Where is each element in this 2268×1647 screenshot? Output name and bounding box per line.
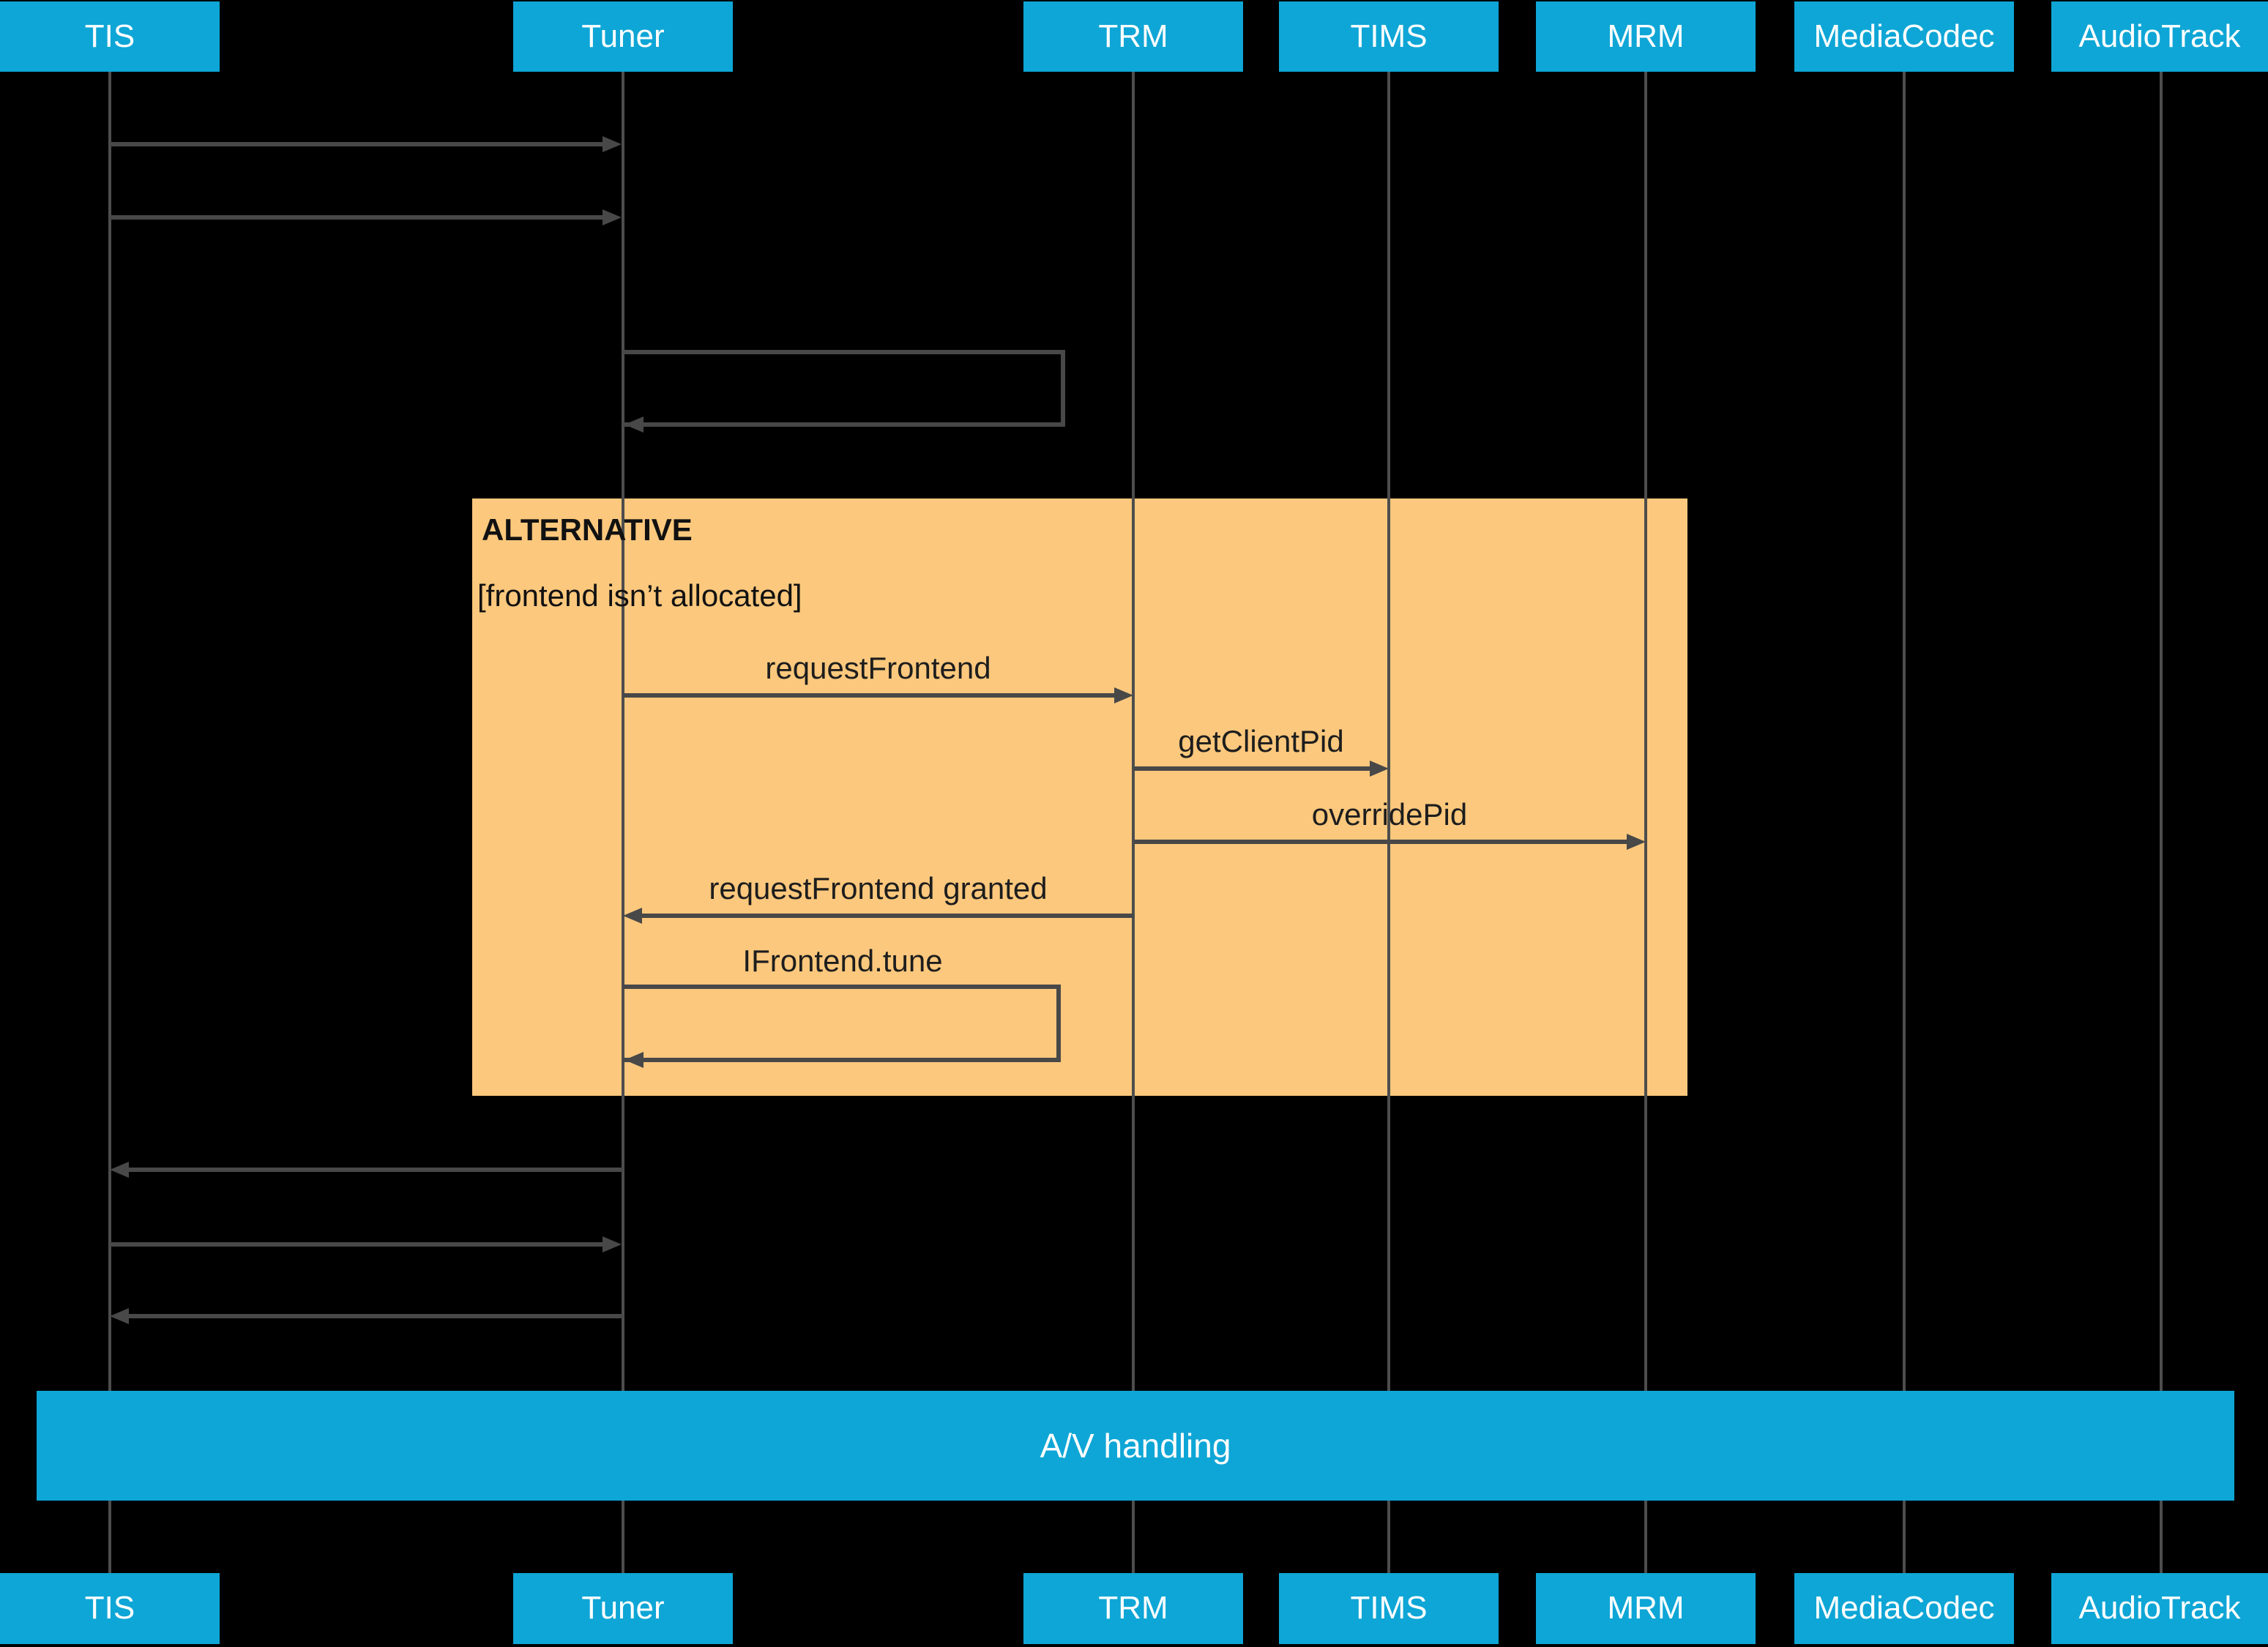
lifeline-tuner: [622, 72, 624, 1574]
tuner-self-message-loop: [623, 350, 1065, 427]
participant-top-mrm: MRM: [1536, 1, 1756, 72]
participant-top-tuner: Tuner: [513, 1, 733, 72]
participant-top-mediacodec: MediaCodec: [1794, 1, 2014, 72]
arrowhead-right-icon: [603, 1236, 622, 1252]
participant-bottom-mrm: MRM: [1536, 1573, 1756, 1644]
tuner-self-message-loop-tune: [623, 985, 1061, 1062]
message-label-ifrontend-tune: IFrontend.tune: [742, 944, 943, 978]
alt-fragment-box: [472, 498, 1687, 1096]
alt-fragment-guard: [frontend isn’t allocated]: [477, 578, 802, 613]
participant-top-trm: TRM: [1023, 1, 1243, 72]
lifeline-mrm: [1644, 72, 1647, 1574]
participant-bottom-audiotrack: AudioTrack: [2051, 1573, 2268, 1644]
message-line-request-frontend: [623, 693, 1114, 698]
participant-bottom-tis: TIS: [0, 1573, 220, 1644]
lifeline-tims: [1387, 72, 1390, 1574]
participant-bottom-tims: TIMS: [1279, 1573, 1499, 1644]
arrowhead-left-icon: [623, 908, 642, 924]
alt-fragment-title: ALTERNATIVE: [482, 512, 693, 547]
message-label-get-client-pid: getClientPid: [1178, 724, 1344, 758]
message-line-tis-to-tuner-3: [110, 1242, 604, 1247]
lifeline-audiotrack: [2160, 72, 2163, 1574]
arrowhead-right-icon: [603, 136, 622, 152]
arrowhead-right-icon: [1627, 834, 1646, 850]
participant-top-tims: TIMS: [1279, 1, 1499, 72]
message-line-get-client-pid: [1133, 766, 1370, 771]
message-line-tuner-to-tis-1: [129, 1168, 623, 1172]
message-line-tuner-to-tis-2: [129, 1314, 623, 1318]
message-label-request-frontend: requestFrontend: [765, 651, 991, 685]
message-line-tis-to-tuner-1: [110, 142, 604, 146]
participant-bottom-mediacodec: MediaCodec: [1794, 1573, 2014, 1644]
participant-top-audiotrack: AudioTrack: [2051, 1, 2268, 72]
arrowhead-right-icon: [1370, 761, 1389, 777]
arrowhead-left-icon: [110, 1308, 129, 1324]
lifeline-mediacodec: [1903, 72, 1906, 1574]
participant-bottom-tuner: Tuner: [513, 1573, 733, 1644]
arrowhead-left-icon: [624, 1052, 644, 1068]
arrowhead-left-icon: [110, 1162, 129, 1178]
arrowhead-right-icon: [1114, 687, 1133, 703]
participant-top-tis: TIS: [0, 1, 220, 72]
message-line-request-frontend-granted: [642, 914, 1133, 918]
message-label-request-frontend-granted: requestFrontend granted: [709, 871, 1048, 905]
arrowhead-left-icon: [624, 417, 644, 433]
av-handling-bar: A/V handling: [37, 1391, 2234, 1501]
lifeline-tis: [108, 72, 111, 1574]
participant-bottom-trm: TRM: [1023, 1573, 1243, 1644]
lifeline-trm: [1132, 72, 1135, 1574]
message-line-override-pid: [1133, 840, 1627, 844]
message-label-override-pid: overridePid: [1311, 797, 1468, 832]
message-line-tis-to-tuner-2: [110, 215, 604, 220]
arrowhead-right-icon: [603, 209, 622, 225]
